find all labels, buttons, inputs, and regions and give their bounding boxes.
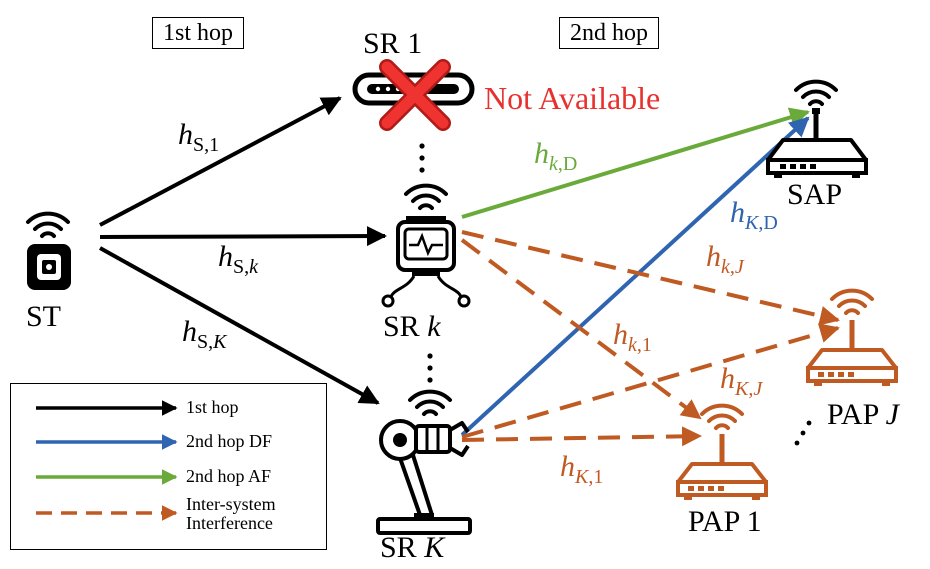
legend-item-af: 2nd hop AF (11, 463, 326, 493)
label-srK-var: K (424, 531, 445, 564)
legend-swatch-first-hop (36, 400, 178, 416)
legend: 1st hop 2nd hop DF 2nd hop AF Inter-syst… (10, 383, 327, 550)
legend-label-df: 2nd hop DF (186, 431, 273, 451)
legend-item-first-hop: 1st hop (11, 394, 326, 424)
channel-h-sk: hS,k (218, 240, 259, 278)
link-srk-pap1-interference (460, 238, 702, 420)
red-cross-icon (379, 59, 451, 131)
channel-h-k1: hk,1 (613, 318, 652, 356)
link-srK-papJ-interference (461, 323, 840, 439)
link-srk-papJ-interference (461, 230, 840, 326)
legend-swatch-df (36, 434, 178, 450)
access-point-icon (766, 79, 868, 178)
label-srK: SR K (380, 531, 444, 565)
legend-label-af: 2nd hop AF (186, 466, 272, 486)
primary-access-point-j-icon (806, 288, 898, 386)
legend-label-first-hop: 1st hop (186, 397, 239, 417)
channel-h-s1: hS,1 (178, 118, 220, 156)
relay-ellipsis-bottom (427, 353, 433, 383)
legend-item-interference: Inter-system Interference (11, 494, 326, 542)
channel-h-KD: hK,D (730, 196, 778, 234)
label-srk: SR k (383, 310, 441, 344)
label-papJ-prefix: PAP (827, 398, 886, 431)
legend-label-interference: Inter-system Interference (186, 494, 276, 533)
label-pap1: PAP 1 (688, 505, 762, 538)
label-srK-prefix: SR (380, 531, 425, 564)
legend-swatch-af (36, 469, 178, 485)
first-hop-box: 1st hop (152, 17, 245, 49)
link-st-srK (99, 246, 380, 405)
link-st-srk (99, 226, 387, 247)
label-srk-prefix: SR (383, 310, 428, 343)
channel-h-kJ: hk,J (706, 240, 744, 278)
label-papJ-var: J (885, 398, 899, 431)
robotic-arm-icon (376, 389, 472, 535)
channel-h-KJ: hK,J (720, 362, 763, 400)
robot-icon (381, 183, 471, 308)
channel-h-sK: hS,K (182, 315, 227, 353)
label-st: ST (26, 300, 62, 333)
legend-item-df: 2nd hop DF (11, 428, 326, 458)
link-st-sr1 (99, 96, 342, 227)
pap-ellipsis (794, 420, 812, 446)
link-srK-sap-df (460, 116, 810, 437)
label-sr1: SR 1 (363, 27, 423, 60)
link-srk-sap-af (461, 107, 810, 219)
link-srK-pap1-interference (461, 426, 702, 447)
relay-ellipsis-top (419, 143, 425, 173)
second-hop-box: 2nd hop (559, 17, 659, 49)
primary-access-point-1-icon (676, 403, 768, 500)
channel-h-K1: hK,1 (560, 450, 604, 488)
channel-h-kD: hk,D (534, 137, 578, 175)
label-sap: SAP (787, 178, 843, 211)
legend-swatch-interference (36, 505, 178, 521)
sensor-tag-icon (26, 211, 71, 290)
not-available-label: Not Available (484, 80, 661, 116)
label-srk-var: k (427, 310, 441, 343)
label-papJ: PAP J (827, 398, 899, 432)
